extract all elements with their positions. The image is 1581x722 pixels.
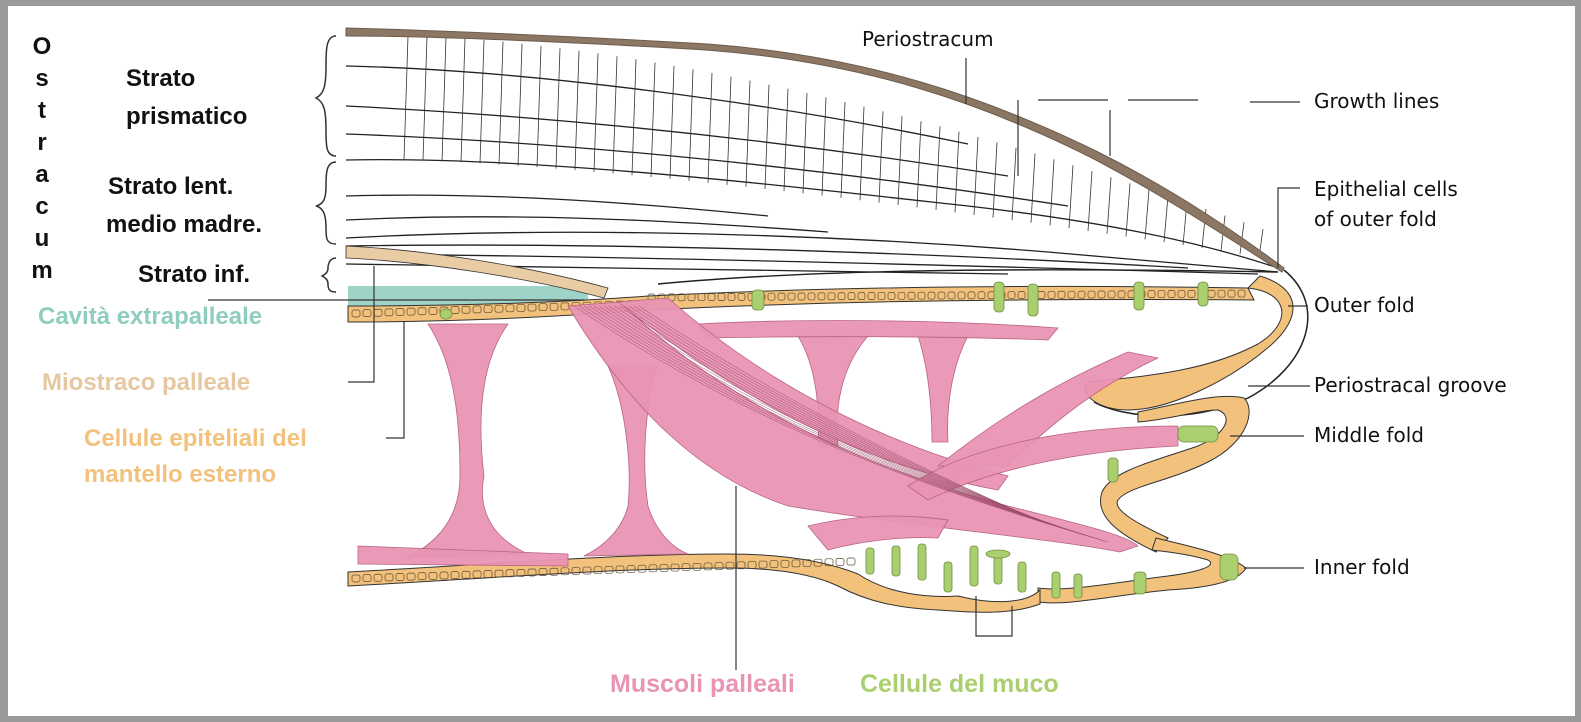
label-middle-fold: Middle fold: [1314, 423, 1424, 447]
label-inner-fold: Inner fold: [1314, 555, 1410, 579]
label-epithelial-cells-2: of outer fold: [1314, 207, 1437, 231]
prism-column: [480, 40, 484, 163]
ostracum-letter: s: [35, 65, 48, 92]
label-cellule-del-muco: Cellule del muco: [860, 670, 1059, 698]
prism-column: [860, 107, 864, 201]
prism-column: [765, 85, 769, 189]
left-braces: [316, 36, 336, 292]
shell-layers: [346, 66, 1278, 274]
mantle-diagram: Ostracum Strato prismatico Strato lent. …: [8, 6, 1575, 716]
prism-column: [1145, 190, 1149, 240]
ostracum-letter: t: [38, 97, 46, 124]
prism-column: [613, 56, 617, 173]
label-periostracal-groove: Periostracal groove: [1314, 373, 1507, 397]
epithelial-cell: [836, 558, 844, 565]
prism-column: [556, 48, 560, 168]
prism-column: [632, 59, 636, 175]
prism-column: [1088, 171, 1092, 231]
prism-column: [1126, 183, 1130, 236]
prism-column: [727, 77, 731, 185]
label-growth-lines: Growth lines: [1314, 89, 1439, 113]
ostracum-letter: u: [35, 225, 50, 252]
label-strato-prismatico-2: prismatico: [126, 103, 247, 130]
prism-column: [822, 97, 826, 195]
prism-column: [708, 73, 712, 183]
prism-column: [1012, 148, 1016, 220]
prism-column: [1164, 196, 1168, 242]
prism-column: [537, 46, 541, 167]
prism-column: [955, 132, 959, 213]
label-cavita-extrapalleale: Cavità extrapalleale: [38, 303, 262, 330]
prism-columns: [404, 36, 1263, 257]
middle-fold: [1100, 396, 1249, 552]
prism-column: [651, 62, 655, 177]
ostracum-letter: O: [33, 33, 52, 60]
label-outer-fold: Outer fold: [1314, 293, 1415, 317]
prism-column: [784, 89, 788, 191]
label-cellule-epiteliali-2: mantello esterno: [84, 461, 276, 488]
label-strato-prismatico-1: Strato: [126, 65, 195, 92]
prism-column: [670, 66, 674, 179]
prism-column: [461, 39, 465, 163]
label-muscoli-palleali: Muscoli palleali: [610, 670, 795, 698]
prism-column: [993, 142, 997, 217]
ostracum-letter: r: [37, 129, 46, 156]
epithelial-cell: [847, 558, 855, 565]
prism-column: [575, 51, 579, 170]
ostracum-letter: a: [35, 161, 49, 188]
prism-column: [442, 37, 446, 161]
label-strato-inf: Strato inf.: [138, 261, 250, 288]
prism-column: [594, 53, 598, 171]
ostracum-letter: m: [31, 257, 52, 284]
label-epithelial-cells-1: Epithelial cells: [1314, 177, 1458, 201]
prism-column: [1050, 159, 1054, 225]
prism-column: [1107, 177, 1111, 234]
prism-column: [1031, 154, 1035, 223]
prism-column: [423, 36, 427, 160]
prism-column: [746, 81, 750, 187]
label-miostraco-palleale: Miostraco palleale: [42, 369, 250, 396]
ostracum-letter: c: [35, 193, 48, 220]
prism-column: [689, 69, 693, 181]
prism-column: [803, 93, 807, 193]
prism-column: [1069, 165, 1073, 228]
label-periostracum: Periostracum: [862, 27, 994, 51]
prism-column: [974, 137, 978, 215]
prism-column: [404, 36, 408, 160]
prism-column: [499, 42, 503, 165]
prism-column: [841, 102, 845, 198]
prism-column: [518, 44, 522, 166]
label-strato-lent-1: Strato lent.: [108, 173, 233, 200]
periostracum-band: [346, 28, 1284, 272]
prism-column: [936, 126, 940, 210]
label-strato-lent-2: medio madre.: [106, 211, 262, 238]
label-cellule-epiteliali-1: Cellule epiteliali del: [84, 425, 307, 452]
